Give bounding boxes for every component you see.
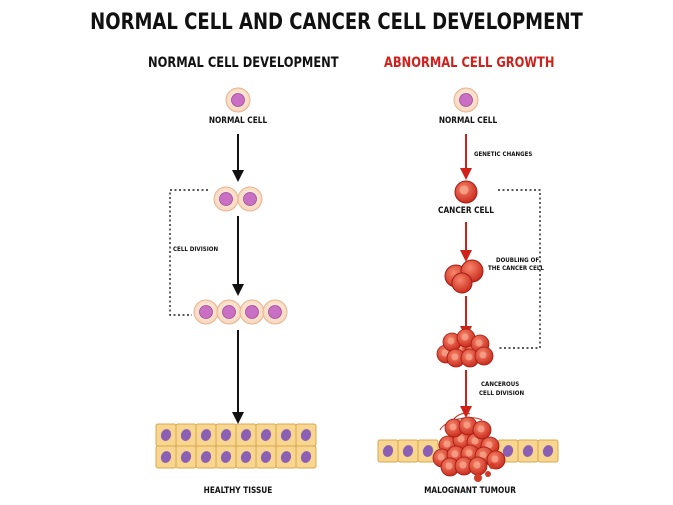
healthy-tissue-label: HEALTHY TISSUE <box>203 486 273 496</box>
four-cells <box>193 299 288 325</box>
doubled-cancer-cells <box>444 259 484 294</box>
cancer-cluster <box>436 328 494 368</box>
cancerous-label-line1: CANCEROUS <box>481 380 520 388</box>
cell-division-label: CELL DIVISION <box>173 245 219 253</box>
normal-development-heading: NORMAL CELL DEVELOPMENT <box>148 55 339 71</box>
two-cells <box>213 186 263 212</box>
cell-division-bracket <box>169 189 208 316</box>
malignant-tumour <box>432 412 506 482</box>
doubling-bracket <box>498 189 541 349</box>
left-normal-cell <box>225 87 251 113</box>
right-normal-cell <box>453 87 479 113</box>
page-title: NORMAL CELL AND CANCER CELL DEVELOPMENT <box>90 10 583 35</box>
malignant-tumour-label: MALOGNANT TUMOUR <box>424 486 516 496</box>
healthy-tissue <box>155 423 317 469</box>
left-normal-cell-label: NORMAL CELL <box>208 116 268 126</box>
abnormal-growth-heading: ABNORMAL CELL GROWTH <box>384 55 555 71</box>
genetic-changes-label: GENETIC CHANGES <box>474 150 533 158</box>
cancer-cell <box>454 180 478 204</box>
cancer-cell-label: CANCER CELL <box>438 206 494 216</box>
right-normal-cell-label: NORMAL CELL <box>438 116 498 126</box>
doubling-label-line2: THE CANCER CELL <box>488 264 544 272</box>
cancerous-label-line2: CELL DIVISION <box>479 389 525 397</box>
doubling-label-line1: DOUBLING OF <box>496 256 540 264</box>
